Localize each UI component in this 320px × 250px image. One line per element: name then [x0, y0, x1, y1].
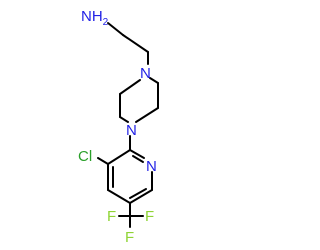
chlorine-label: Cl: [78, 148, 92, 165]
bond-c6-c5: [129, 189, 153, 204]
pyridine-n-label: N: [146, 158, 157, 175]
amine-label: NH2: [81, 8, 109, 28]
bond-ch2-ch2: [122, 34, 149, 53]
bond-pip-4: [135, 107, 159, 123]
fluorine-bottom-label: F: [125, 229, 134, 246]
bond-c2-n-double-2: [132, 155, 144, 163]
bond-c3-cl: [97, 157, 109, 165]
bond-nh2-ch2: [107, 22, 124, 36]
bond-c6-c5-double: [129, 188, 147, 199]
bond-c2-n-double: [129, 149, 145, 159]
bond-pip-3: [119, 116, 129, 123]
bond-c2-c3: [107, 149, 131, 165]
bond-c5-c4: [107, 189, 131, 204]
bond-pip-6: [149, 77, 159, 84]
bond-pip-1: [119, 79, 141, 95]
piperazine-n-bottom-label: N: [126, 122, 137, 139]
fluorine-right-label: F: [145, 208, 154, 225]
chemical-structure-diagram: NH2 N N N Cl F F F: [78, 8, 159, 246]
fluorine-left-label: F: [107, 208, 116, 225]
piperazine-n-top-label: N: [140, 65, 151, 82]
